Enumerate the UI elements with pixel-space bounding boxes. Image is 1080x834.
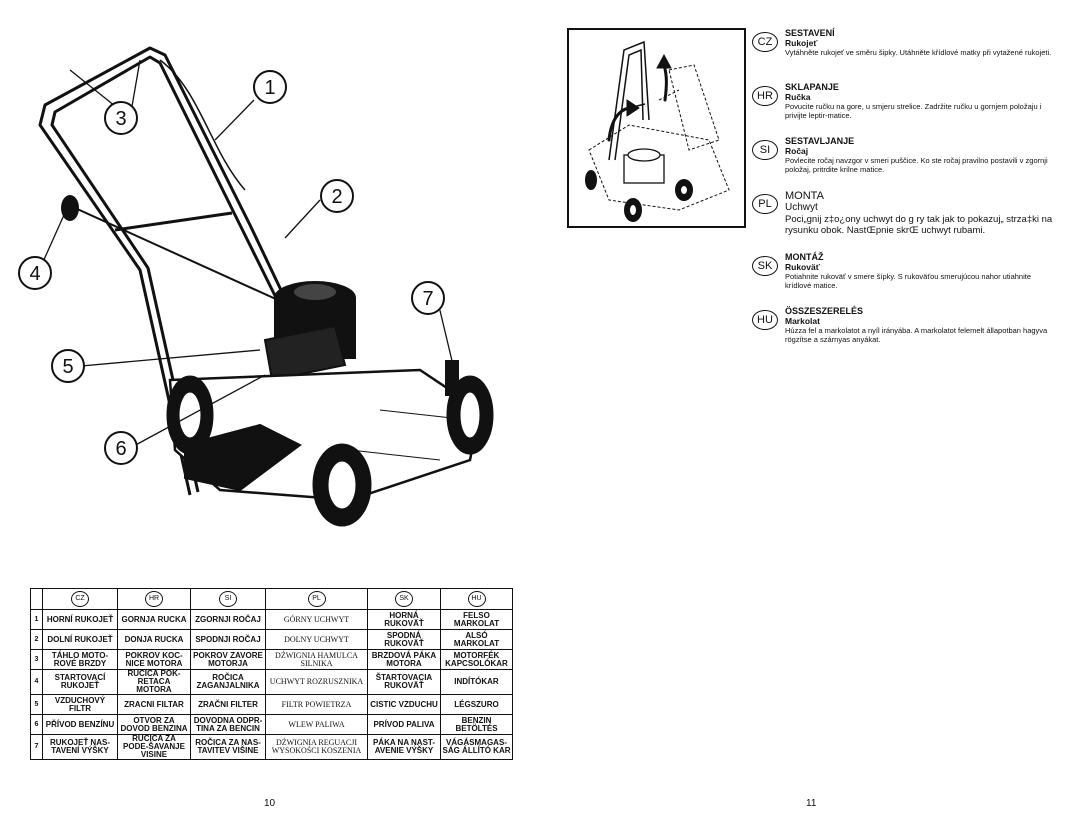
- callout-3: 3: [104, 101, 138, 135]
- section-title: SKLAPANJE: [785, 82, 839, 92]
- lang-badge-hr: HR: [752, 86, 778, 106]
- section-title: SESTAVLJANJE: [785, 136, 855, 146]
- lang-badge: HR: [145, 591, 163, 607]
- svg-text:1: 1: [264, 77, 275, 99]
- section-text: Povucite ručku na gore, u smjeru strelic…: [785, 102, 1042, 120]
- handle-assembly-drawing: [585, 40, 730, 222]
- svg-text:3: 3: [115, 108, 126, 130]
- svg-text:2: 2: [331, 186, 342, 208]
- section-text: Húzza fel a markolatot a nyíl irányába. …: [785, 326, 1048, 344]
- lang-badge: SI: [219, 591, 237, 607]
- section-title: MONTA: [785, 190, 824, 202]
- page-number-right: 11: [806, 798, 817, 809]
- callout-4: 4: [18, 256, 52, 290]
- section-subtitle: Ručka: [785, 92, 811, 102]
- lang-badge-hu: HU: [752, 310, 778, 330]
- table-row: 1 HORNÍ RUKOJEŤ GORNJA RUCKA ZGORNJI ROČ…: [30, 609, 513, 630]
- section-subtitle: Rukoväť: [785, 262, 820, 272]
- lang-badge-pl: PL: [752, 194, 778, 214]
- page-number-left: 10: [264, 798, 276, 809]
- svg-text:7: 7: [422, 288, 433, 310]
- svg-text:5: 5: [62, 356, 73, 378]
- table-row: 5 VZDUCHOVÝ FILTR ZRACNI FILTAR ZRAČNI F…: [30, 694, 513, 715]
- svg-text:6: 6: [115, 438, 126, 460]
- lang-badge: SK: [395, 591, 413, 607]
- section-subtitle: Ročaj: [785, 146, 809, 156]
- callout-5: 5: [51, 349, 85, 383]
- callout-6: 6: [104, 431, 138, 465]
- section-subtitle: Markolat: [785, 316, 820, 326]
- lang-badge-sk: SK: [752, 256, 778, 276]
- lawn-mower-illustration: 1 2 3 4 5 6 7: [18, 46, 494, 527]
- section-text: Potiahnite rukoväť v smere šípky. S ruko…: [785, 272, 1032, 290]
- table-row: 4 STARTOVACÍ RUKOJEŤ RUCICA POK-RETACA M…: [30, 669, 513, 695]
- section-text: Povlecite ročaj navzgor v smeri puščice.…: [785, 156, 1048, 174]
- callout-2: 2: [320, 179, 354, 213]
- section-title: MONTÁŽ: [785, 252, 824, 262]
- svg-text:4: 4: [29, 263, 40, 285]
- parts-table: CZ HR SI PL SK HU 1 HORNÍ RUKOJEŤ GORNJA…: [30, 588, 513, 760]
- section-text: Vytáhněte rukojeť ve směru šipky. Utáhně…: [785, 48, 1052, 57]
- section-title: ÖSSZESZERELÉS: [785, 306, 864, 316]
- section-title: SESTAVENÍ: [785, 28, 835, 38]
- section-text: Poci„gnij z‡o¿ony uchwyt do g ry tak jak…: [785, 214, 1053, 236]
- table-row: 3 TÁHLO MOTO-ROVÉ BRZDY POKROV KOC-NICE …: [30, 649, 513, 670]
- table-header-row: CZ HR SI PL SK HU: [30, 588, 513, 610]
- callout-7: 7: [411, 281, 445, 315]
- handle-assembly-figure: [567, 28, 746, 228]
- lang-badge: PL: [307, 591, 326, 607]
- table-row: 2 DOLNÍ RUKOJEŤ DONJA RUCKA SPODNJI ROČA…: [30, 629, 513, 650]
- section-subtitle: Rukojeť: [785, 38, 818, 48]
- table-row: 7 RUKOJEŤ NAS-TAVENÍ VÝŠKY RUCICA ZA POD…: [30, 734, 513, 760]
- lang-badge: HU: [467, 591, 486, 607]
- table-row: 6 PŘÍVOD BENZÍNU OTVOR ZA DOVOD BENZINA …: [30, 714, 513, 735]
- section-subtitle: Uchwyt: [785, 202, 818, 213]
- lang-badge-si: SI: [752, 140, 778, 160]
- lang-badge: CZ: [71, 591, 89, 607]
- callout-1: 1: [253, 70, 287, 104]
- lang-badge-cz: CZ: [752, 32, 778, 52]
